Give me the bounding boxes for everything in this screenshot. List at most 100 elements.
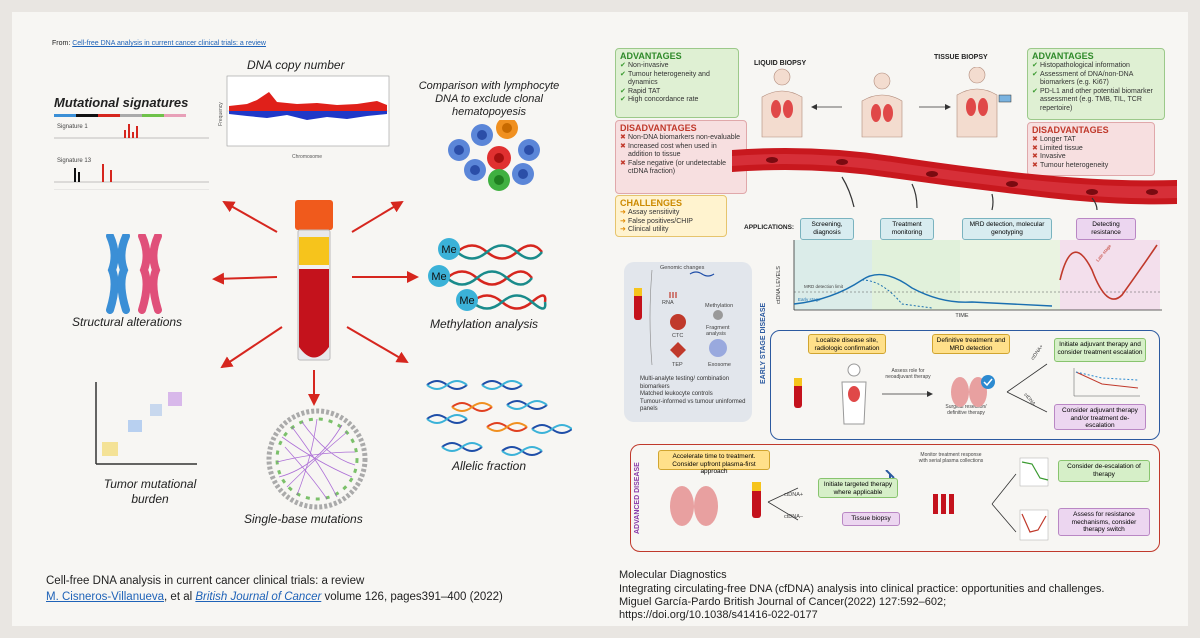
dna-copy-number-title: DNA copy number [247, 58, 345, 72]
panel-bullet: Tumour-informed vs tumour uninformed pan… [640, 398, 746, 413]
left-citation-line: M. Cisneros-Villanueva, et al British Jo… [46, 591, 503, 603]
circos-plot [266, 408, 368, 510]
tissue-disadvantage-item: Limited tissue [1032, 145, 1150, 154]
me-label-3: Me [459, 295, 474, 307]
tumor-burden-label: Tumor mutational burden [103, 477, 197, 506]
liquid-advantages-title: ADVANTAGES [620, 51, 682, 61]
initiate-adjuvant-box: Initiate adjuvant therapy and consider t… [1054, 338, 1146, 362]
monitor-text: Monitor treatment response with serial p… [918, 452, 984, 464]
localize-box: Localize disease site, radiologic confir… [808, 334, 886, 354]
tissue-advantages-box: ADVANTAGES Histopathological information… [1027, 48, 1165, 120]
advanced-branch-graphic [991, 457, 1049, 541]
analyte-panel [624, 262, 752, 422]
chromosomes-graphic [106, 234, 162, 314]
tissue-advantages-title: ADVANTAGES [1032, 51, 1094, 61]
liquid-advantage-item: Rapid TAT [620, 88, 734, 97]
analyte-panel-graphic [634, 270, 727, 366]
slide: From: Cell-free DNA analysis in current … [12, 12, 1188, 626]
consider-adjuvant-box: Consider adjuvant therapy and/or treatme… [1054, 404, 1146, 430]
right-caption-doi[interactable]: https://doi.org/10.1038/s41416-022-0177 [619, 609, 818, 621]
early-stage-disease-label: EARLY STAGE DISEASE [760, 302, 767, 384]
tissue-disadvantages-box: DISADVANTAGES Longer TAT Limited tissue … [1027, 122, 1155, 176]
panel-item-methylation: Methylation [705, 303, 734, 309]
advanced-graphic [670, 470, 954, 526]
lymphocyte-title: Comparison with lymphocyte DNA to exclud… [418, 80, 560, 118]
time-axis-label: TIME [955, 313, 968, 319]
left-citation-title: Cell-free DNA analysis in current cancer… [46, 575, 365, 587]
mutational-signatures-title: Mutational signatures [54, 95, 189, 110]
liquid-advantage-item: High concordance rate [620, 96, 734, 105]
early-stage-label: Early stage [798, 297, 821, 302]
citation-journal-link[interactable]: British Journal of Cancer [195, 591, 322, 603]
allelic-fraction-label: Allelic fraction [452, 459, 527, 473]
application-monitoring: Treatment monitoring [880, 218, 934, 240]
liquid-advantage-item: Tumour heterogeneity and dynamics [620, 71, 734, 88]
adjuvant-mini-chart [1073, 368, 1140, 397]
applications-label: APPLICATIONS: [744, 224, 795, 231]
definitive-box: Definitive treatment and MRD detection [932, 334, 1010, 354]
liquid-disadvantage-item: False negative (or undetectable ctDNA fr… [620, 160, 742, 177]
assess-role-text: Assess role for neoadjuvant therapy [885, 368, 931, 380]
liquid-advantages-box: ADVANTAGES Non-invasive Tumour heterogen… [615, 48, 739, 118]
me-label-1: Me [441, 244, 456, 256]
citation-tail: volume 126, pages391–400 (2022) [321, 591, 503, 603]
tissue-advantage-item: Assessment of DNA/non-DNA biomarkers (e.… [1032, 71, 1160, 88]
right-caption-title: Molecular Diagnostics [619, 569, 727, 581]
panel-item-tep: TEP [672, 362, 683, 368]
from-link[interactable]: Cell-free DNA analysis in current cancer… [72, 40, 266, 47]
methylation-analysis-label: Methylation analysis [430, 317, 539, 331]
panel-item-fragment: Fragment analysis [706, 325, 730, 337]
biopsy-figures-graphic [761, 67, 1012, 138]
panel-bullet: Matched leukocyte controls [640, 391, 713, 397]
tissue-disadvantage-item: Longer TAT [1032, 136, 1150, 145]
blood-vessel-graphic [732, 148, 1177, 211]
single-base-mutations-label: Single-base mutations [244, 512, 363, 526]
ctdna-levels-chart: ctDNA LEVELS TIME MRD detection limit Ea… [776, 240, 1162, 319]
advanced-disease-box [630, 444, 1160, 552]
liquid-disadvantage-item: Non-DNA biomarkers non-evaluable [620, 134, 742, 143]
methylation-graphic: Me Me Me [428, 238, 547, 311]
application-mrd: MRD detection, molecular genotyping [962, 218, 1052, 240]
advanced-disease-label: ADVANCED DISEASE [634, 462, 641, 534]
accelerate-box: Accelerate time to treatment. Consider u… [658, 450, 770, 475]
application-resistance: Detecting resistance [1076, 218, 1136, 240]
dna-copy-number-plot: Chromosome Frequency [218, 75, 390, 160]
citation-mid: , et al [164, 591, 196, 603]
liquid-disadvantage-item: Increased cost when used in addition to … [620, 143, 742, 160]
ctdna-pos-advanced: ctDNA+ [784, 492, 804, 498]
cell-cluster-graphic [448, 120, 540, 191]
me-label-2: Me [431, 271, 446, 283]
challenge-item: False positives/CHIP [620, 218, 722, 227]
challenge-item: Clinical utility [620, 226, 722, 235]
tissue-biopsy-box: Tissue biopsy [842, 512, 900, 526]
panel-item-genomic: Genomic changes [660, 265, 705, 271]
right-caption-body: Integrating circulating-free DNA (cfDNA)… [619, 583, 1105, 608]
panel-bullets: Multi-analyte testing/ combination bioma… [628, 376, 760, 417]
from-line: From: Cell-free DNA analysis in current … [52, 40, 266, 47]
tissue-disadvantages-title: DISADVANTAGES [1032, 125, 1109, 135]
ctdna-axis-label: ctDNA LEVELS [776, 266, 782, 304]
structural-alterations-label: Structural alterations [72, 315, 183, 329]
signature-13-label: Signature 13 [57, 158, 92, 164]
tissue-advantage-item: PD-L1 and other potential biomarker asse… [1032, 88, 1160, 114]
chromosome-axis-label: Chromosome [292, 154, 322, 160]
liquid-biopsy-label: LIQUID BIOPSY [754, 60, 807, 67]
resistance-box: Assess for resistance mechanisms, consid… [1058, 508, 1150, 536]
tissue-disadvantage-item: Tumour heterogeneity [1032, 162, 1150, 171]
liquid-disadvantages-box: DISADVANTAGES Non-DNA biomarkers non-eva… [615, 120, 747, 194]
tissue-biopsy-label: TISSUE BIOPSY [934, 54, 988, 61]
liquid-disadvantages-title: DISADVANTAGES [620, 123, 697, 133]
citation-authors-link[interactable]: M. Cisneros-Villanueva [46, 591, 165, 603]
challenge-item: Assay sensitivity [620, 209, 722, 218]
ctdna-neg-advanced: ctDNA– [784, 514, 803, 520]
panel-item-rna: RNA [662, 300, 674, 306]
allelic-dna-graphic [426, 380, 572, 456]
frequency-axis-label: Frequency [218, 102, 224, 126]
application-screening: Screening, diagnosis [800, 218, 854, 240]
early-stage-graphic [794, 363, 1048, 425]
surgical-text: Surgical resection/ definitive therapy [945, 404, 987, 416]
from-prefix: From: [52, 40, 71, 47]
tmb-plot [95, 382, 197, 465]
panel-item-exosome: Exosome [708, 362, 731, 368]
targeted-therapy-box: Initiate targeted therapy where applicab… [818, 478, 898, 498]
